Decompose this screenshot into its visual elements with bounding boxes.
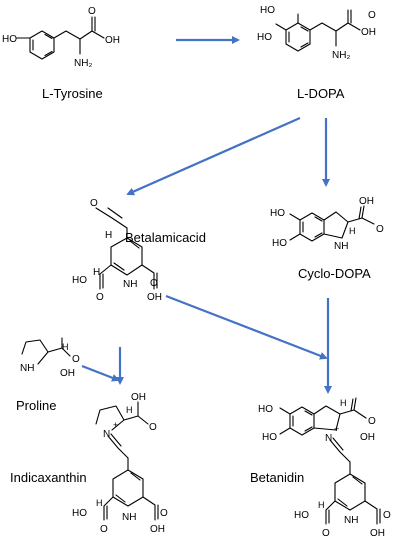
dopa-o-label: O <box>368 10 376 21</box>
betanidin-n-label: N <box>325 433 332 444</box>
proline-oh-label: OH <box>60 368 75 379</box>
indicaxanthin-plus-label: + <box>113 420 118 430</box>
betanidin-ho-top-label: HO <box>258 404 273 415</box>
betalamic-h-ring-label: H <box>93 267 100 278</box>
indicaxanthin-o-right-label: O <box>160 508 168 519</box>
proline-o-label: O <box>72 354 80 365</box>
proline-h-label: H <box>62 342 69 352</box>
betalamic-acid-structure: O H H HO O NH O OH <box>72 198 162 303</box>
betalamic-o-right-label: O <box>150 278 158 289</box>
betanidin-name: Betanidin <box>250 470 305 485</box>
proline-structure: NH H O OH <box>20 337 80 379</box>
arrow-proline-to-indicaxanthin <box>81 364 120 382</box>
betalamic-oh-label: OH <box>147 292 162 303</box>
indicaxanthin-h2-label: H <box>96 498 103 508</box>
betalamic-o-top-label: O <box>90 198 98 209</box>
betalamic-h-top-label: H <box>105 230 112 241</box>
betanidin-h2-label: H <box>318 500 325 510</box>
betanidin-oh2-label: OH <box>370 528 385 539</box>
dopa-structure: HO HO O OH NH₂ <box>257 5 376 61</box>
tyrosine-oh-label: OH <box>105 35 120 46</box>
proline-name: Proline <box>16 398 57 413</box>
betalamic-ho-label: HO <box>72 275 87 286</box>
indicaxanthin-nh-label: NH <box>122 512 136 523</box>
cyclo-nh-label: NH <box>334 241 348 252</box>
tyrosine-name: L-Tyrosine <box>42 86 103 101</box>
indicaxanthin-oh-label: OH <box>131 392 146 403</box>
dopa-oh-label: OH <box>361 27 376 38</box>
indicaxanthin-ho-label: HO <box>72 508 87 519</box>
tyrosine-structure: HO O OH NH₂ <box>2 6 120 69</box>
indicaxanthin-n-label: N <box>103 429 110 440</box>
dopa-ho-top-label: HO <box>260 5 275 16</box>
betanidin-nh-label: NH <box>344 515 358 526</box>
indicaxanthin-name: Indicaxanthin <box>10 470 87 485</box>
arrow-betalamic-to-betanidin <box>165 294 328 360</box>
tyrosine-nh2-label: NH₂ <box>74 58 92 69</box>
tyrosine-o-label: O <box>88 6 96 17</box>
tyrosine-ho-label: HO <box>2 34 17 45</box>
betanidin-ho3-label: HO <box>294 510 309 521</box>
betalamic-acid-name: Betalamicacid <box>125 230 206 245</box>
indicaxanthin-oh2-label: OH <box>150 524 165 535</box>
dopa-nh2-label: NH₂ <box>332 50 350 61</box>
indicaxanthin-h-label: H <box>126 405 133 415</box>
dopa-ho-left-label: HO <box>257 32 272 43</box>
indicaxanthin-o-label: O <box>149 422 157 433</box>
arrow-dopa-to-betalamic-acid <box>126 116 301 196</box>
betanidin-plus-label: + <box>334 424 339 434</box>
cyclo-dopa-structure: HO HO H NH O OH <box>270 196 384 252</box>
cyclo-dopa-name: Cyclo-DOPA <box>298 266 371 281</box>
betanidin-o-label: O <box>368 416 376 427</box>
cyclo-o-label: O <box>376 224 384 235</box>
betalamic-nh-label: NH <box>123 279 137 290</box>
cyclo-ho-bottom-label: HO <box>272 238 287 249</box>
betanidin-h-label: H <box>340 398 347 408</box>
cyclo-ho-top-label: HO <box>270 208 285 219</box>
cyclo-oh-label: OH <box>359 196 374 207</box>
indicaxanthin-o-left-label: O <box>100 524 108 535</box>
proline-nh-label: NH <box>20 363 34 374</box>
betanidin-o-left-label: O <box>322 528 330 539</box>
betanidin-structure: HO HO N + H O OH H HO O NH O OH <box>258 397 391 539</box>
betanidin-o-right-label: O <box>383 510 391 521</box>
indicaxanthin-structure: N + H O OH H HO O NH O OH <box>72 392 168 535</box>
cyclo-h-label: H <box>349 226 356 236</box>
betanidin-ho-bottom-label: HO <box>262 432 277 443</box>
betanidin-oh-label: OH <box>360 432 375 443</box>
dopa-name: L-DOPA <box>297 86 345 101</box>
betalamic-o-left-label: O <box>96 292 104 303</box>
